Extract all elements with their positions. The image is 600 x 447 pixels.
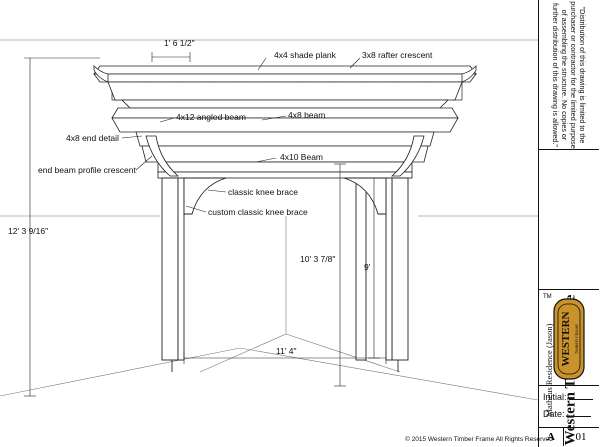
label-4x10-beam: 4x10 Beam <box>280 152 323 162</box>
label-angled-beam: 4x12 angled beam <box>176 112 246 122</box>
beam-4x10 <box>157 161 413 179</box>
shade-plank-assembly <box>93 65 477 109</box>
sheet-number-box: A 01 <box>539 427 599 447</box>
initial-field[interactable]: Initial: <box>543 392 593 402</box>
disclaimer-cell: "Distribution of this drawing is limited… <box>539 0 599 150</box>
label-4x8-beam: 4x8 beam <box>288 110 325 120</box>
dimension-lines <box>24 52 387 397</box>
knee-brace-left <box>183 177 227 215</box>
date-field[interactable]: Date: <box>543 409 591 419</box>
post-left-side <box>177 177 185 361</box>
logo-wordmark: WESTERN <box>560 311 572 366</box>
label-knee-brace: classic knee brace <box>228 187 298 197</box>
sheet-number: 01 <box>575 431 587 443</box>
company-cell: Western Timber Frame Matheus Residence (… <box>539 150 599 445</box>
room-lines <box>0 39 539 401</box>
dim-clear-height: 9' <box>364 262 371 272</box>
western-logo: WESTERN TIMBER FRAME <box>553 298 585 380</box>
leader-lines <box>121 57 361 213</box>
label-end-beam-profile: end beam profile crescent <box>38 165 136 175</box>
sheet-letter: A <box>539 428 564 446</box>
post-left <box>161 177 179 361</box>
copyright-notice: © 2015 Western Timber Frame All Rights R… <box>405 436 553 443</box>
logo-subtitle: TIMBER FRAME <box>574 324 579 355</box>
posts <box>161 177 409 372</box>
title-block: "Distribution of this drawing is limited… <box>538 0 600 447</box>
knee-brace-right <box>343 177 387 215</box>
dim-width: 11' 4" <box>276 346 297 356</box>
post-right-side <box>385 177 393 361</box>
dim-beam-height: 10' 3 7/8" <box>300 254 335 264</box>
callout-labels: 4x4 shade plank 3x8 rafter crescent 4x12… <box>8 38 433 356</box>
end-beam-crescents <box>93 65 477 177</box>
dim-plank-spacing: 1' 6 1/2" <box>164 38 195 48</box>
label-rafter: 3x8 rafter crescent <box>362 50 433 60</box>
disclaimer-text: "Distribution of this drawing is limited… <box>551 1 587 149</box>
dim-overall-height: 12' 3 9/16" <box>8 226 48 236</box>
label-custom-knee-brace: custom classic knee brace <box>208 207 308 217</box>
angled-beam-assembly <box>111 107 459 163</box>
knee-braces <box>183 177 387 215</box>
post-right <box>391 177 409 361</box>
label-shade-plank: 4x4 shade plank <box>274 50 337 60</box>
label-end-detail: 4x8 end detail <box>66 133 119 143</box>
trademark-mark: TM <box>543 294 552 300</box>
logo-cell: TM WESTERN TIMBER FRAME <box>539 290 599 386</box>
